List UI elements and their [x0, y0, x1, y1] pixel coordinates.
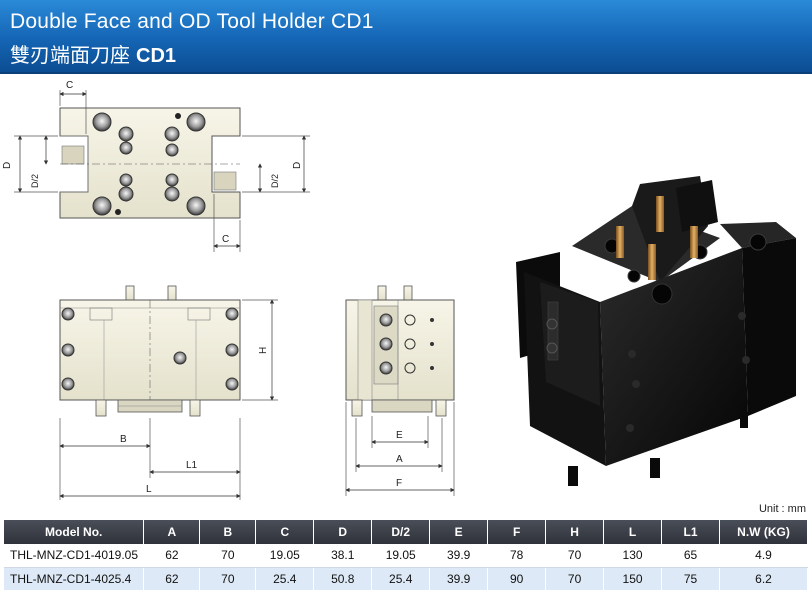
drawing-canvas: C D D/2 D D/2 C — [2, 80, 796, 500]
dim-label-h: H — [258, 347, 269, 354]
table-cell: 150 — [603, 567, 663, 590]
unit-note: Unit : mm — [758, 503, 806, 515]
table-cell: 19.05 — [371, 544, 431, 568]
dim-label-d2-right: D/2 — [270, 174, 280, 188]
col-header: L — [603, 520, 663, 544]
table-cell: 62 — [143, 567, 201, 590]
page-title-zh: 雙刃端面刀座 CD1 — [10, 39, 176, 68]
col-header: N.W (KG) — [719, 520, 809, 544]
table-cell: 38.1 — [313, 544, 373, 568]
table-cell: 4.9 — [719, 544, 809, 568]
col-header: Model No. — [4, 520, 145, 544]
dim-label-d-left: D — [2, 162, 13, 169]
col-header: E — [429, 520, 489, 544]
col-header: F — [487, 520, 547, 544]
dim-label-c-bottom: C — [222, 234, 229, 245]
spec-table-header: Model No. A B C D D/2 E F H L L1 N.W (KG… — [4, 520, 809, 544]
dim-label-e: E — [396, 430, 403, 441]
dim-label-l1: L1 — [186, 460, 198, 471]
table-cell: 90 — [487, 567, 547, 590]
col-header: B — [199, 520, 257, 544]
table-cell: 70 — [199, 567, 257, 590]
table-row: THL-MNZ-CD1-4019.05 62 70 19.05 38.1 19.… — [4, 544, 809, 568]
table-cell: 65 — [661, 544, 720, 568]
table-cell: THL-MNZ-CD1-4025.4 — [4, 567, 145, 590]
side-view-drawing: E A F — [345, 285, 455, 496]
top-view-drawing: C D D/2 D D/2 C — [2, 80, 310, 252]
page-title-zh-text: 雙刃端面刀座 — [10, 43, 130, 67]
col-header: D/2 — [371, 520, 431, 544]
table-cell: 19.05 — [255, 544, 315, 568]
col-header: H — [545, 520, 605, 544]
title-banner: Double Face and OD Tool Holder CD1 雙刃端面刀… — [0, 0, 812, 74]
dim-label-a: A — [396, 454, 403, 465]
front-view-drawing: H B L1 L — [59, 285, 278, 500]
page-title-en: Double Face and OD Tool Holder CD1 — [10, 10, 374, 33]
table-cell: 62 — [143, 544, 201, 568]
dim-label-f: F — [396, 478, 402, 489]
col-header: A — [143, 520, 201, 544]
table-cell: 25.4 — [255, 567, 315, 590]
table-cell: 75 — [661, 567, 720, 590]
table-cell: 39.9 — [429, 567, 489, 590]
dim-label-c-top: C — [66, 80, 73, 91]
table-cell: 78 — [487, 544, 547, 568]
spec-table: Model No. A B C D D/2 E F H L L1 N.W (KG… — [4, 520, 809, 590]
table-cell: 6.2 — [719, 567, 809, 590]
table-row: THL-MNZ-CD1-4025.4 62 70 25.4 50.8 25.4 … — [4, 567, 809, 590]
technical-drawings: C D D/2 D D/2 C — [0, 76, 812, 500]
col-header: C — [255, 520, 315, 544]
table-cell: 39.9 — [429, 544, 489, 568]
table-cell: 25.4 — [371, 567, 431, 590]
col-header: L1 — [661, 520, 720, 544]
table-cell: 130 — [603, 544, 663, 568]
col-header: D — [313, 520, 373, 544]
table-cell: 70 — [545, 544, 605, 568]
table-cell: 70 — [545, 567, 605, 590]
dim-label-d2-left: D/2 — [30, 174, 40, 188]
dim-label-l: L — [146, 484, 152, 495]
dim-label-b: B — [120, 434, 127, 445]
page-title-code: CD1 — [136, 45, 177, 67]
product-3d-render — [516, 176, 796, 486]
table-cell: THL-MNZ-CD1-4019.05 — [4, 544, 145, 568]
dim-label-d-right: D — [292, 162, 303, 169]
table-cell: 50.8 — [313, 567, 373, 590]
table-cell: 70 — [199, 544, 257, 568]
